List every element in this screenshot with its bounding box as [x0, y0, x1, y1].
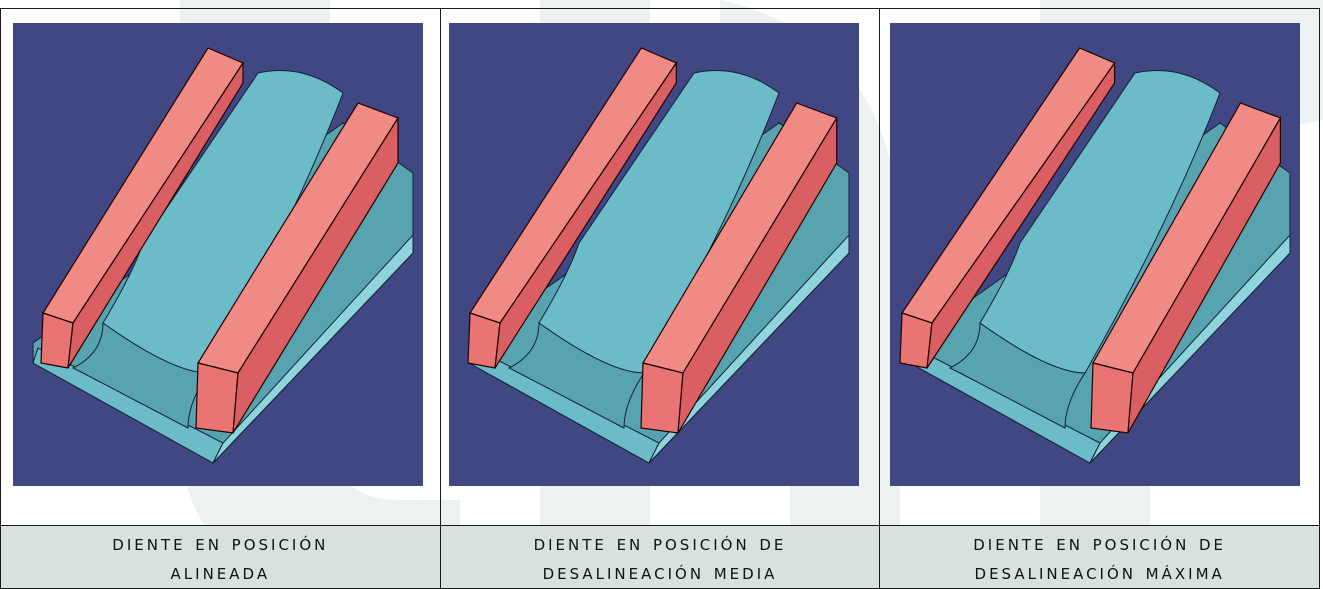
right-bar-front: [640, 362, 684, 434]
gear-tooth-flank: [949, 322, 1087, 429]
caption-max-misalignment: DIENTE EN POSICIÓN DE DESALINEACIÓN MÁXI…: [880, 528, 1319, 587]
caption-cell-medium: DIENTE EN POSICIÓN DE DESALINEACIÓN MEDI…: [439, 525, 881, 589]
right-bar-front: [195, 362, 239, 434]
caption-line-1: DIENTE EN POSICIÓN DE: [533, 530, 787, 555]
right-bar-side: [1127, 115, 1282, 434]
caption-aligned: DIENTE EN POSICIÓN ALINEADA: [1, 528, 440, 587]
left-bar-front: [899, 312, 933, 369]
caption-line-2: DESALINEACIÓN MÁXIMA: [974, 559, 1225, 584]
tooth-render-medium-misalignment: [448, 23, 859, 486]
caption-cell-max: DIENTE EN POSICIÓN DE DESALINEACIÓN MÁXI…: [879, 525, 1320, 589]
caption-cell-aligned: DIENTE EN POSICIÓN ALINEADA: [0, 525, 441, 589]
panel-medium-misalignment: [439, 8, 881, 526]
left-bar-side: [494, 61, 677, 369]
left-bar-front: [40, 312, 74, 369]
caption-line-1: DIENTE EN POSICIÓN DE: [973, 530, 1227, 555]
right-bar-front: [1090, 362, 1134, 434]
tooth-render-aligned: [13, 23, 423, 486]
tooth-render-max-misalignment: [890, 23, 1301, 486]
gear-tooth-flank: [71, 322, 209, 429]
right-bar-side: [232, 115, 399, 434]
gear-tooth-flank: [507, 322, 645, 429]
panel-max-misalignment: [879, 8, 1320, 526]
base-plate-side: [648, 233, 850, 464]
base-plate-side: [212, 233, 414, 464]
caption-medium-misalignment: DIENTE EN POSICIÓN DE DESALINEACIÓN MEDI…: [441, 528, 880, 587]
caption-line-1: DIENTE EN POSICIÓN: [112, 530, 329, 555]
left-bar-side: [67, 60, 244, 369]
right-bar-side: [677, 115, 837, 434]
caption-line-2: ALINEADA: [170, 559, 271, 584]
left-bar-front: [467, 312, 501, 369]
caption-line-2: DESALINEACIÓN MEDIA: [542, 559, 778, 584]
figure-table: DIENTE EN POSICIÓN ALINEADA DIENTE EN PO…: [0, 8, 1320, 589]
left-bar-side: [926, 61, 1116, 369]
panel-aligned: [0, 8, 441, 526]
